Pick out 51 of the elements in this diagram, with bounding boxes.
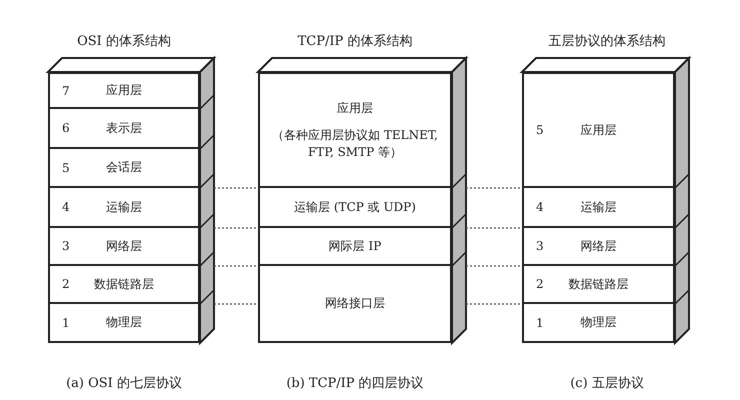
layer-number: 5 [62, 160, 70, 174]
layer-number: 3 [62, 239, 70, 253]
layer-name: 网际层 IP [328, 238, 382, 254]
layer-number: 6 [62, 121, 70, 135]
layer-name: 数据链路层 [568, 276, 628, 292]
layer-name: 会话层 [106, 159, 142, 176]
column-title: OSI 的体系结构 [77, 33, 171, 50]
caption: (a) OSI 的七层协议 [66, 375, 182, 392]
layer-number: 4 [62, 200, 70, 214]
caption: (b) TCP/IP 的四层协议 [286, 375, 424, 392]
layer-name: 网络接口层 [325, 295, 385, 312]
layer-name: 数据链路层 [94, 276, 154, 292]
layer-number: 5 [536, 123, 544, 137]
layer-box [258, 72, 452, 188]
layer-number: 1 [536, 316, 544, 330]
layer-box [258, 186, 452, 228]
layer-name: 应用层 [337, 100, 373, 118]
layer-box [522, 302, 675, 343]
layer-number: 2 [536, 277, 544, 291]
layer-name: 物理层 [106, 314, 142, 331]
layer-box [48, 147, 200, 188]
layer-box [522, 186, 675, 228]
column-title: 五层协议的体系结构 [548, 33, 666, 50]
layer-name: 应用层 [106, 82, 142, 99]
layer-name: 网络层 [106, 238, 142, 254]
layer-box [48, 107, 200, 149]
layer-box [48, 186, 200, 228]
column-title: TCP/IP 的体系结构 [298, 33, 412, 50]
layer-name: 应用层 [580, 122, 616, 138]
layer-box [48, 264, 200, 304]
layer-name: 物理层 [580, 314, 616, 331]
layer-name: 运输层 [106, 198, 142, 216]
layer-number: 7 [62, 84, 70, 98]
layer-number: 1 [62, 316, 70, 330]
layer-box [522, 264, 675, 304]
layer-box [522, 226, 675, 266]
layer-box [258, 226, 452, 266]
layer-number: 3 [536, 239, 544, 253]
layer-name: 表示层 [106, 120, 142, 136]
layer-box [48, 72, 200, 109]
layer-box [48, 226, 200, 266]
layer-box [522, 72, 675, 188]
caption: (c) 五层协议 [570, 375, 644, 392]
layer-number: 4 [536, 200, 544, 214]
layer-box [258, 264, 452, 343]
layer-name: 网络层 [580, 238, 616, 254]
layer-name: 运输层 (TCP 或 UDP) [294, 198, 416, 216]
layer-box [48, 302, 200, 343]
layer-number: 2 [62, 277, 70, 291]
layer-name: 运输层 [580, 198, 616, 216]
layer-note: （各种应用层协议如 TELNET, FTP, SMTP 等） [271, 127, 439, 160]
